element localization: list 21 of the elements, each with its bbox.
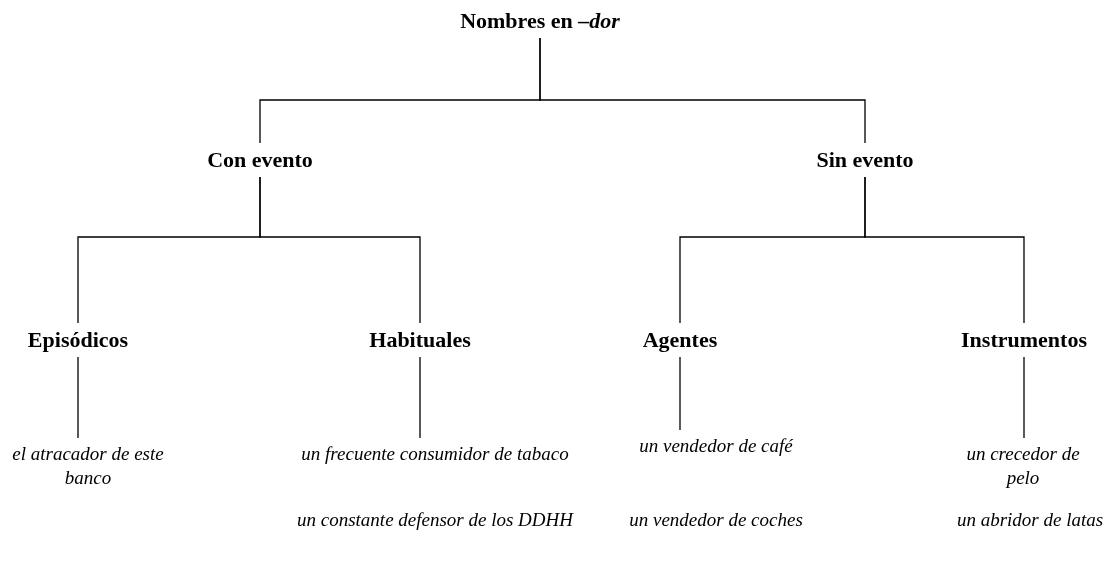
category-heading: Con evento — [207, 147, 313, 173]
category-heading: Agentes — [642, 327, 718, 353]
example-text: un constante defensor de los DDHH — [296, 508, 575, 532]
category-heading: Habituales — [369, 327, 471, 353]
example-text: un frecuente consumidor de tabaco — [301, 442, 569, 466]
example-text: el atracador de este banco — [11, 442, 165, 490]
tree-connector — [539, 37, 866, 144]
tree-connector — [259, 176, 421, 324]
tree-connector — [679, 356, 681, 431]
example-text: un crecedor de pelo — [965, 442, 1081, 490]
category-heading: Episódicos — [27, 327, 129, 353]
example-text: un abridor de latas — [955, 508, 1105, 532]
example-text: un vendedor de coches — [628, 508, 804, 532]
category-heading: Instrumentos — [961, 327, 1087, 353]
tree-connector — [1023, 356, 1025, 439]
category-heading: Nombres en –dor — [460, 8, 620, 34]
category-heading: Sin evento — [816, 147, 914, 173]
example-text: un vendedor de café — [639, 434, 793, 458]
tree-connector — [864, 176, 1025, 324]
tree-connector — [77, 356, 79, 439]
tree-connector — [419, 356, 421, 439]
